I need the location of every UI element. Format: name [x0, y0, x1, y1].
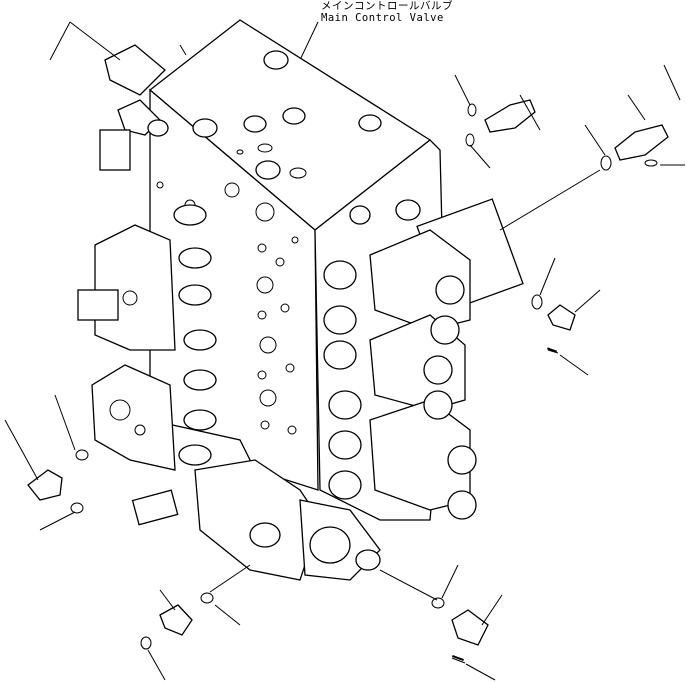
fitting-c — [547, 304, 576, 331]
fitting-e — [159, 604, 193, 636]
fitting-d — [27, 469, 63, 501]
right-spool-covers — [323, 198, 524, 520]
right-caps — [323, 199, 477, 520]
exploded-parts — [27, 99, 669, 664]
title-english: Main Control Valve — [321, 12, 444, 24]
valve-body — [148, 19, 446, 521]
left-sections — [77, 44, 217, 471]
diagram-title: メインコントロールバルブ Main Control Valve — [321, 0, 521, 24]
o-ring-a — [465, 133, 475, 147]
front-face-ports — [156, 181, 299, 435]
title-japanese: メインコントロールバルブ — [321, 0, 453, 12]
fitting-f — [451, 609, 489, 646]
fitting-b — [614, 124, 669, 167]
o-ring-e — [70, 502, 84, 514]
leader-lines — [4, 21, 685, 681]
o-ring-b — [600, 155, 612, 171]
bottom-section — [131, 459, 381, 581]
o-ring-f — [200, 592, 214, 604]
o-ring-h — [431, 597, 445, 609]
title-leader — [299, 21, 319, 61]
top-plugs — [192, 50, 382, 180]
o-ring-d — [75, 449, 89, 461]
o-ring-g — [140, 636, 152, 650]
fitting-a — [467, 99, 536, 133]
o-ring-c — [531, 294, 543, 310]
